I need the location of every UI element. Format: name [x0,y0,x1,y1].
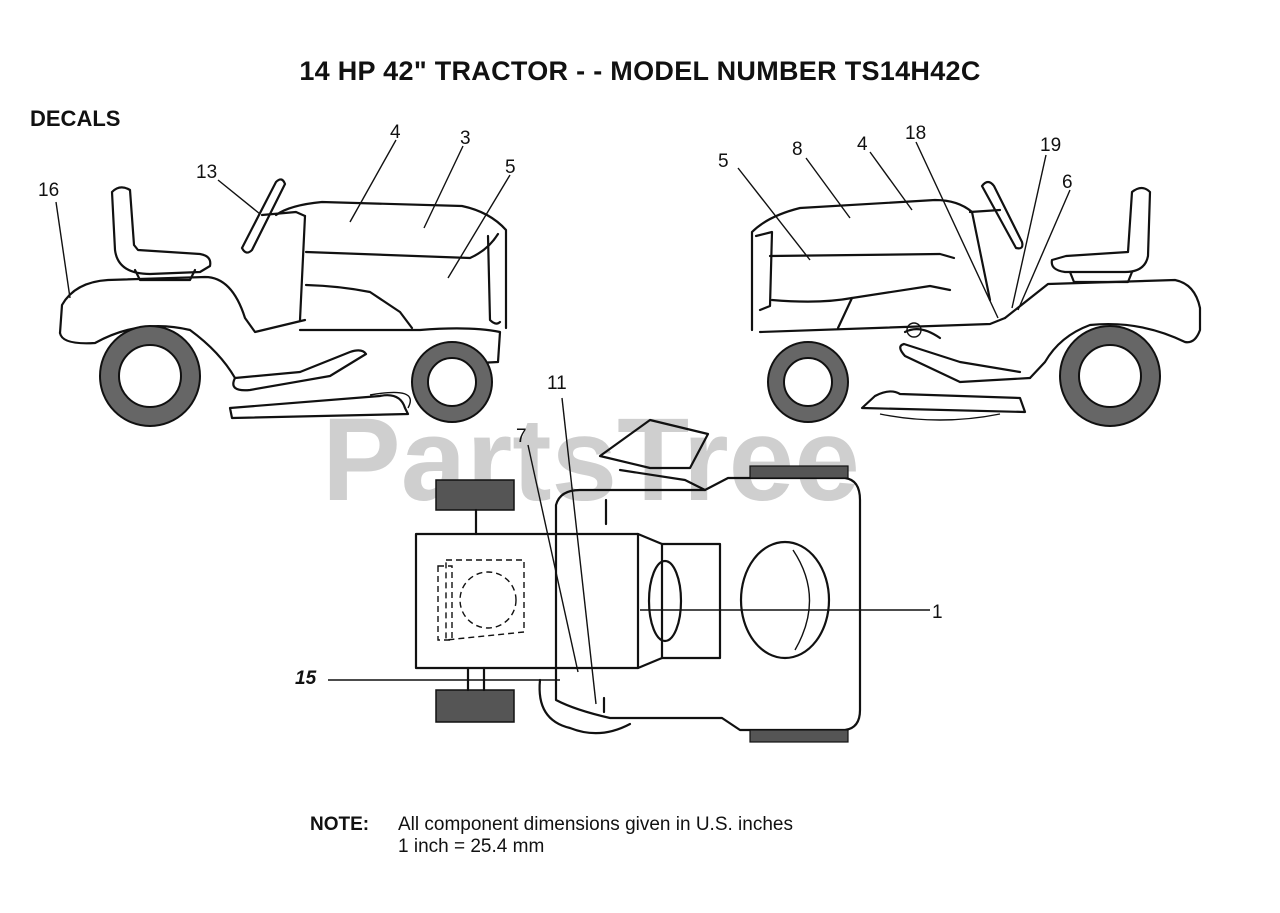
callout-1: 1 [932,602,943,623]
callout-16: 16 [38,180,59,201]
note-label: NOTE: [310,814,370,835]
dimension-note: NOTE: All component dimensions given in U… [310,814,793,858]
callout-5: 5 [718,151,729,172]
callout-7: 7 [516,426,527,447]
note-line-1: All component dimensions given in U.S. i… [398,814,793,835]
callout-4: 4 [390,122,401,143]
section-label: DECALS [30,106,121,131]
right-side-view: 5 8 4 18 19 6 [718,123,1202,427]
callout-19: 19 [1040,135,1061,156]
callout-8: 8 [792,139,803,160]
watermark-text: PartsTree [322,394,860,526]
callout-15: 15 [295,668,317,689]
front-right-tire-icon [435,689,515,723]
rear-left-tire-icon [749,465,849,479]
left-side-view: 16 13 4 3 5 [38,122,516,427]
callout-13: 13 [196,162,217,183]
callout-4: 4 [857,134,868,155]
note-line-2: 1 inch = 25.4 mm [398,836,545,857]
callout-3: 3 [460,128,471,149]
callout-18: 18 [905,123,926,144]
rear-right-tire-icon [749,729,849,743]
callout-11: 11 [547,373,567,394]
front-left-tire-icon [435,479,515,511]
callout-5: 5 [505,157,516,178]
page-title: 14 HP 42" TRACTOR - - MODEL NUMBER TS14H… [299,56,981,86]
top-view: 11 7 1 15 [295,373,943,743]
callout-6: 6 [1062,172,1073,193]
